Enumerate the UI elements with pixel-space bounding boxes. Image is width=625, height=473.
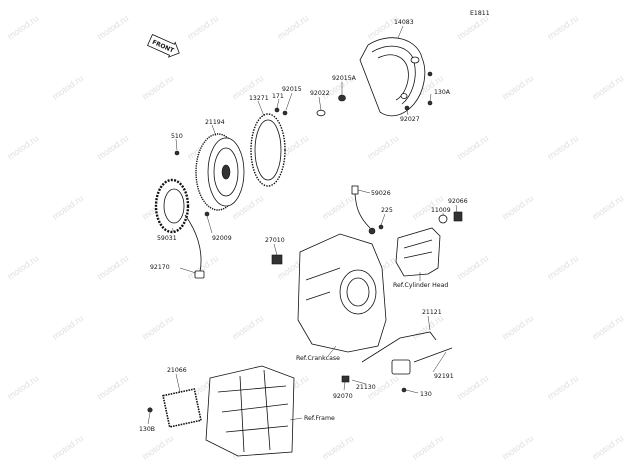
label-130a: 130A	[434, 89, 451, 96]
watermark-text: motod.ru	[50, 313, 85, 342]
watermark-text: motod.ru	[590, 73, 625, 102]
cylinder-head-ref	[395, 227, 441, 277]
watermark-text: motod.ru	[230, 313, 265, 342]
watermark-text: motod.ru	[455, 13, 490, 42]
regulator-21066	[147, 388, 202, 428]
watermark-text: motod.ru	[545, 133, 580, 162]
label-21130: 21130	[356, 384, 376, 391]
watermark-text: motod.ru	[5, 373, 40, 402]
label-92022: 92022	[310, 90, 330, 97]
watermark-text: motod.ru	[410, 313, 445, 342]
sensor-59026	[351, 185, 384, 235]
watermark-text: motod.ru	[50, 433, 85, 462]
label-59026: 59026	[371, 190, 391, 197]
watermark-text: motod.ru	[140, 313, 175, 342]
watermark-text: motod.ru	[590, 193, 625, 222]
generator-cover	[359, 37, 433, 117]
watermark-text: motod.ru	[5, 13, 40, 42]
label-92070: 92070	[333, 393, 353, 400]
label-171: 171	[272, 93, 284, 100]
label-92027: 92027	[400, 116, 420, 123]
watermark-text: motod.ru	[455, 373, 490, 402]
watermark-text: motod.ru	[95, 253, 130, 282]
watermark-text: motod.ru	[95, 13, 130, 42]
label-21121: 21121	[422, 309, 442, 316]
ignition-coil	[341, 331, 453, 393]
watermark-text: motod.ru	[410, 433, 445, 462]
flywheel-rotor	[195, 133, 245, 211]
watermark-text: motod.ru	[590, 313, 625, 342]
watermark-text: motod.ru	[320, 433, 355, 462]
watermark-text: motod.ru	[455, 133, 490, 162]
label-ref-crankcase: Ref.Crankcase	[296, 355, 340, 362]
label-21194: 21194	[205, 119, 225, 126]
label-92015: 92015	[282, 86, 302, 93]
watermark-text: motod.ru	[455, 253, 490, 282]
label-11009: 11009	[431, 207, 451, 214]
watermark-text: motod.ru	[95, 133, 130, 162]
watermark-text: motod.ru	[5, 133, 40, 162]
label-225: 225	[381, 207, 393, 214]
label-13271: 13271	[249, 95, 269, 102]
watermark-text: motod.ru	[140, 433, 175, 462]
watermark-text: motod.ru	[275, 13, 310, 42]
watermark-text: motod.ru	[545, 253, 580, 282]
crankcase-ref	[271, 233, 387, 353]
label-510: 510	[171, 133, 183, 140]
washer-plug	[438, 211, 463, 224]
label-92015a: 92015A	[332, 75, 357, 82]
watermark-text: motod.ru	[365, 133, 400, 162]
part-labels: 14083 92015A 92015 171 92022 13271 21194…	[139, 19, 468, 433]
stator-coil	[154, 178, 205, 279]
label-59031: 59031	[157, 235, 177, 242]
label-130: 130	[420, 391, 432, 398]
watermark-text: motod.ru	[320, 193, 355, 222]
watermark-text: motod.ru	[50, 73, 85, 102]
watermark-text: motod.ru	[545, 13, 580, 42]
watermark-text: motod.ru	[545, 373, 580, 402]
label-92066: 92066	[448, 198, 468, 205]
watermark-text: motod.ru	[5, 253, 40, 282]
watermark-text: motod.ru	[500, 433, 535, 462]
label-92170: 92170	[150, 264, 170, 271]
watermark-text: motod.ru	[500, 73, 535, 102]
frame-ref	[205, 365, 295, 457]
front-arrow: FRONT	[147, 33, 180, 58]
watermark-text: motod.ru	[500, 193, 535, 222]
label-27010: 27010	[265, 237, 285, 244]
starter-ring-gear	[250, 113, 286, 187]
figure-code: E1811	[470, 10, 490, 17]
watermark-text: motod.ru	[50, 193, 85, 222]
label-21066: 21066	[167, 367, 187, 374]
label-ref-frame: Ref.Frame	[304, 415, 335, 422]
label-ref-cylinder-head: Ref.Cylinder Head	[393, 282, 448, 289]
label-92009: 92009	[212, 235, 232, 242]
label-130b: 130B	[139, 426, 155, 433]
label-14083: 14083	[394, 19, 414, 26]
watermark-text: motod.ru	[140, 73, 175, 102]
watermark-layer: motod.ru motod.ru motod.ru motod.ru motod.ru…	[5, 13, 625, 462]
watermark-text: motod.ru	[500, 313, 535, 342]
watermark-text: motod.ru	[95, 373, 130, 402]
leader-lines	[147, 25, 458, 425]
label-92191: 92191	[434, 373, 454, 380]
watermark-text: motod.ru	[590, 433, 625, 462]
watermark-text: motod.ru	[185, 13, 220, 42]
